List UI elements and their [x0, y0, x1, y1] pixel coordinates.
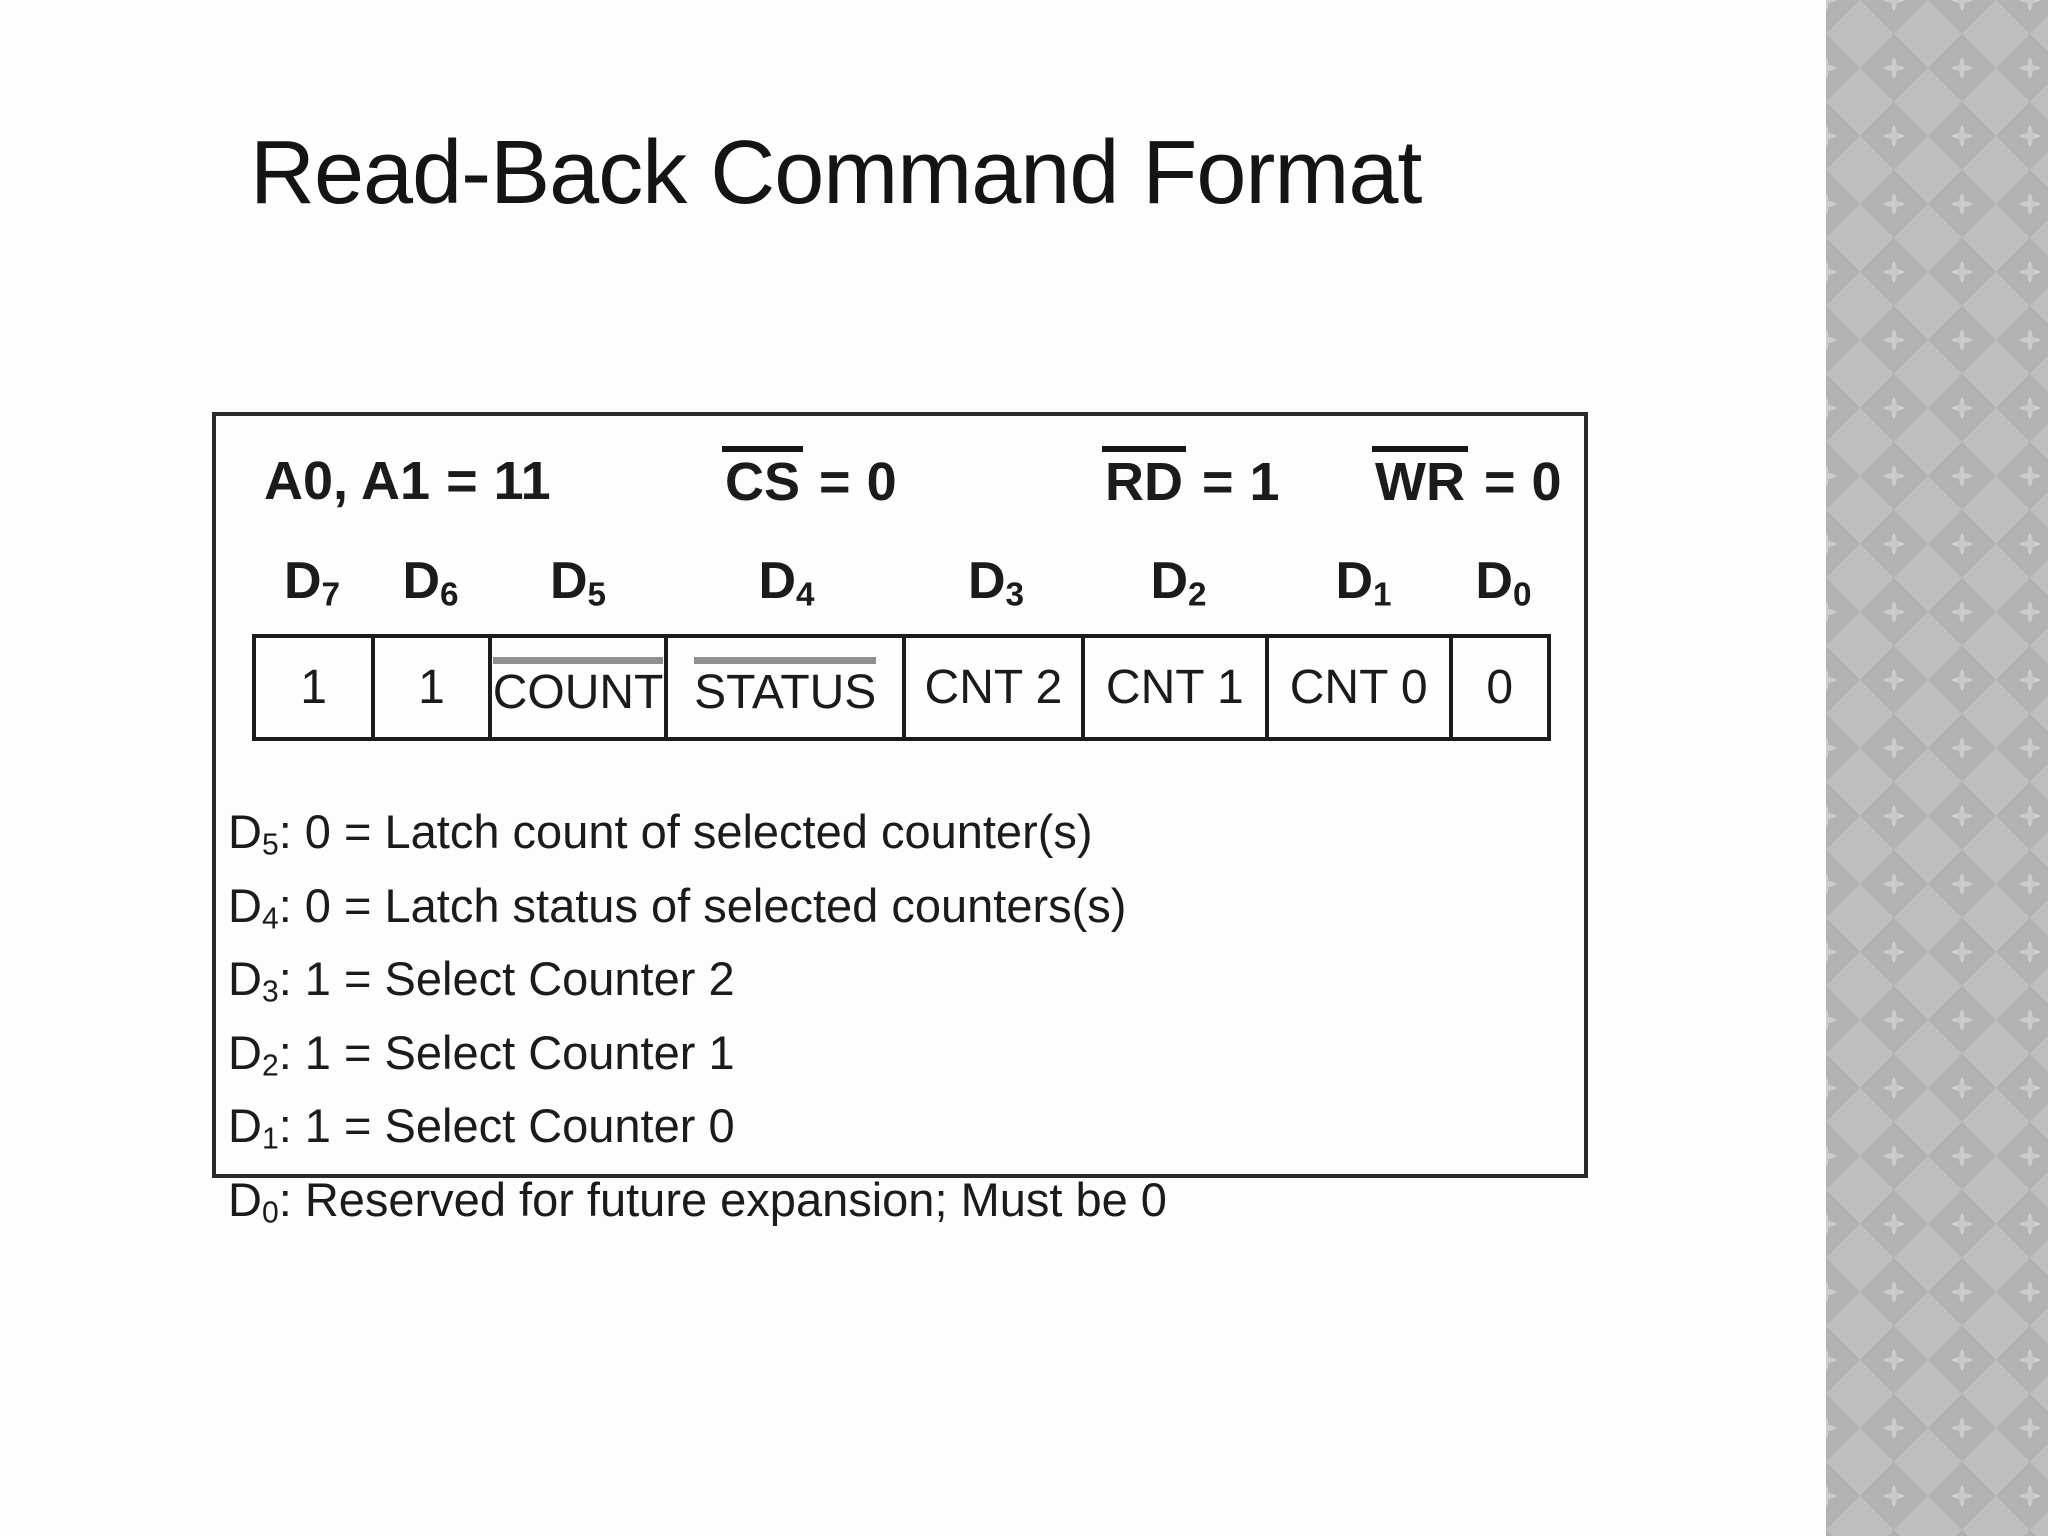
bit-description-line-d1: D1: 1 = Select Counter 0 [228, 1099, 735, 1157]
bit-label-d3: D3 [967, 552, 1025, 614]
bit-cell-d5: COUNT [492, 638, 669, 737]
checkered-sidebar-texture [1826, 0, 2048, 1536]
signal-item-rd: RD =1 [1102, 446, 1280, 517]
signal-value: 0 [1531, 452, 1562, 512]
bit-cell-d3: CNT 2 [906, 638, 1085, 737]
signal-label-overlined: RD [1102, 446, 1186, 511]
equals-sign: = [446, 451, 478, 511]
bit-cell-row: 1 1 COUNT STATUS CNT 2 CNT 1 CNT 0 0 [252, 634, 1551, 741]
signal-value: 1 [1249, 452, 1280, 512]
bit-label-row: D7 D6 D5 D4 D3 D2 D1 D0 [252, 549, 1551, 627]
signal-label-overlined: CS [722, 446, 804, 511]
bit-cell-d4: STATUS [668, 638, 906, 737]
signal-label-overlined: WR [1372, 446, 1468, 511]
bit-description-line-d2: D2: 1 = Select Counter 1 [228, 1025, 735, 1083]
signal-item-cs: CS=0 [722, 446, 897, 517]
signal-line: A0, A1=11 CS=0 RD=1 WR=0 [216, 446, 1584, 516]
bit-label-d0: D0 [1475, 552, 1532, 614]
bit-description-line-d0: D0: Reserved for future expansion; Must … [228, 1173, 1167, 1230]
equals-sign: = [819, 452, 851, 512]
signal-label: A0, A1 [264, 451, 431, 511]
signal-item-wr: WR=0 [1372, 446, 1562, 517]
bit-cell-d2: CNT 1 [1085, 638, 1269, 737]
signal-value: 0 [866, 452, 897, 512]
bit-cell-d1: CNT 0 [1269, 638, 1453, 737]
bit-description-list: D5: 0 = Latch count of selected counter(… [228, 802, 1568, 1244]
signal-value: 11 [493, 451, 551, 511]
page-title: Read-Back Command Format [250, 123, 1422, 223]
bit-label-d2: D2 [1150, 552, 1207, 614]
bit-label-d7: D7 [283, 552, 341, 614]
equals-sign: = [1483, 452, 1516, 512]
bit-cell-d0: 0 [1486, 661, 1514, 714]
bit-label-d4: D4 [758, 552, 815, 614]
bit-label-d6: D6 [402, 552, 459, 614]
bit-label-d5: D5 [549, 552, 607, 614]
equals-sign: = [1202, 452, 1234, 512]
bit-description-line-d3: D3: 1 = Select Counter 2 [228, 952, 735, 1009]
bit-description-line-d4: D4: 0 = Latch status of selected counter… [228, 878, 1127, 936]
command-format-box: A0, A1=11 CS=0 RD=1 WR=0 D7 D6 D5 D4 D3 … [212, 412, 1588, 1230]
signal-item-a0a1: A0, A1=11 [264, 446, 551, 516]
bit-label-d1: D1 [1335, 552, 1392, 614]
bit-description-line-d5: D5: 0 = Latch count of selected counter(… [228, 805, 1093, 862]
bit-cell-d6: 1 [375, 638, 492, 737]
bit-cell-d7: 1 [256, 638, 376, 737]
